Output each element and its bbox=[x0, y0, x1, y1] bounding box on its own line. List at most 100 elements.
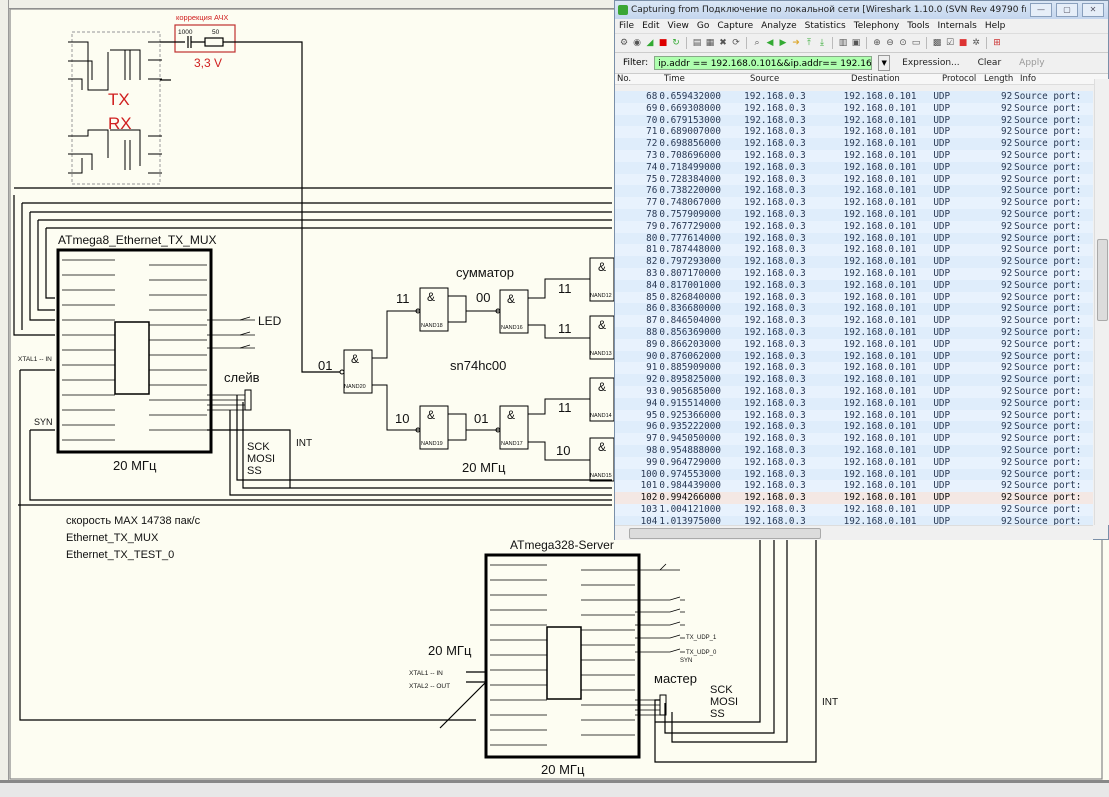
coloring-rules-icon[interactable]: ■ bbox=[958, 38, 968, 48]
resize-columns-icon[interactable]: ▭ bbox=[911, 38, 921, 48]
start-capture-icon[interactable]: ◢ bbox=[646, 38, 654, 48]
clear-button[interactable]: Clear bbox=[977, 58, 1002, 68]
vertical-scroll-thumb[interactable] bbox=[1097, 239, 1108, 321]
menu-internals[interactable]: Internals bbox=[937, 21, 977, 31]
minimize-button[interactable]: — bbox=[1030, 3, 1052, 17]
menu-capture[interactable]: Capture bbox=[717, 21, 754, 31]
apply-button[interactable]: Apply bbox=[1019, 58, 1045, 68]
restart-capture-icon[interactable]: ↻ bbox=[672, 38, 680, 48]
menu-go[interactable]: Go bbox=[696, 21, 710, 31]
column-protocol[interactable]: Protocol bbox=[942, 74, 977, 84]
menu-analyze[interactable]: Analyze bbox=[761, 21, 797, 31]
column-info[interactable]: Info bbox=[1020, 74, 1037, 84]
zoom-out-icon[interactable]: ⊖ bbox=[886, 38, 894, 48]
menu-statistics[interactable]: Statistics bbox=[804, 21, 846, 31]
horizontal-scrollbar[interactable] bbox=[0, 780, 1109, 797]
column-time[interactable]: Time bbox=[664, 74, 685, 84]
menu-telephony[interactable]: Telephony bbox=[853, 21, 900, 31]
filter-input[interactable]: ip.addr == 192.168.0.101&&ip.addr== 192.… bbox=[654, 56, 873, 70]
colorize-icon[interactable]: ▥ bbox=[838, 38, 848, 48]
go-to-packet-icon[interactable]: ➜ bbox=[792, 38, 800, 48]
master-int-label: INT bbox=[822, 697, 839, 708]
expression-button[interactable]: Expression... bbox=[902, 58, 960, 68]
help-icon[interactable]: ⊞ bbox=[993, 38, 1001, 48]
preferences-icon[interactable]: ✲ bbox=[972, 38, 980, 48]
display-filters-icon[interactable]: ☑ bbox=[945, 38, 955, 48]
column-length[interactable]: Length bbox=[984, 74, 1014, 84]
interfaces-icon[interactable]: ⚙ bbox=[619, 38, 629, 48]
close-button[interactable]: ✕ bbox=[1082, 3, 1104, 17]
menu-help[interactable]: Help bbox=[984, 21, 1006, 31]
packet-source: 192.168.0.3 bbox=[744, 91, 806, 102]
save-file-icon[interactable]: ▦ bbox=[705, 38, 715, 48]
title-bar[interactable]: Capturing from Подключение по локальной … bbox=[615, 1, 1108, 19]
column-no[interactable]: No. bbox=[617, 74, 632, 84]
go-forward-icon[interactable]: ▶ bbox=[779, 38, 787, 48]
go-last-icon[interactable]: ⤓ bbox=[820, 38, 824, 48]
menu-view[interactable]: View bbox=[667, 21, 689, 31]
zoom-normal-icon[interactable]: ⊙ bbox=[899, 38, 907, 48]
reload-icon[interactable]: ⟳ bbox=[732, 38, 740, 48]
go-back-icon[interactable]: ◀ bbox=[766, 38, 774, 48]
capture-filters-icon[interactable]: ▩ bbox=[932, 38, 942, 48]
menu-file[interactable]: File bbox=[619, 21, 635, 31]
packet-list-horizontal-scrollbar[interactable] bbox=[615, 525, 1093, 540]
zoom-in-icon[interactable]: ⊕ bbox=[873, 38, 881, 48]
menu-tools[interactable]: Tools bbox=[907, 21, 930, 31]
open-file-icon[interactable]: ▤ bbox=[692, 38, 702, 48]
stop-capture-icon[interactable]: ■ bbox=[658, 38, 668, 48]
gate-input-nand17: 01 bbox=[474, 411, 489, 426]
maximize-button[interactable]: ▢ bbox=[1056, 3, 1078, 17]
menu-edit[interactable]: Edit bbox=[642, 21, 660, 31]
gate-name-nand20: NAND20 bbox=[344, 384, 366, 390]
horizontal-scroll-thumb[interactable] bbox=[629, 528, 821, 539]
find-packet-icon[interactable]: ⌕ bbox=[754, 38, 760, 48]
column-source[interactable]: Source bbox=[750, 74, 780, 84]
autoscroll-icon[interactable]: ▣ bbox=[851, 38, 861, 48]
column-destination[interactable]: Destination bbox=[851, 74, 900, 84]
packet-list-vertical-scrollbar[interactable] bbox=[1094, 79, 1109, 525]
options-icon[interactable]: ◉ bbox=[633, 38, 641, 48]
close-file-icon[interactable]: ✖ bbox=[719, 38, 727, 48]
go-first-icon[interactable]: ⤒ bbox=[807, 38, 811, 48]
filter-dropdown-button[interactable]: ▼ bbox=[878, 55, 891, 71]
